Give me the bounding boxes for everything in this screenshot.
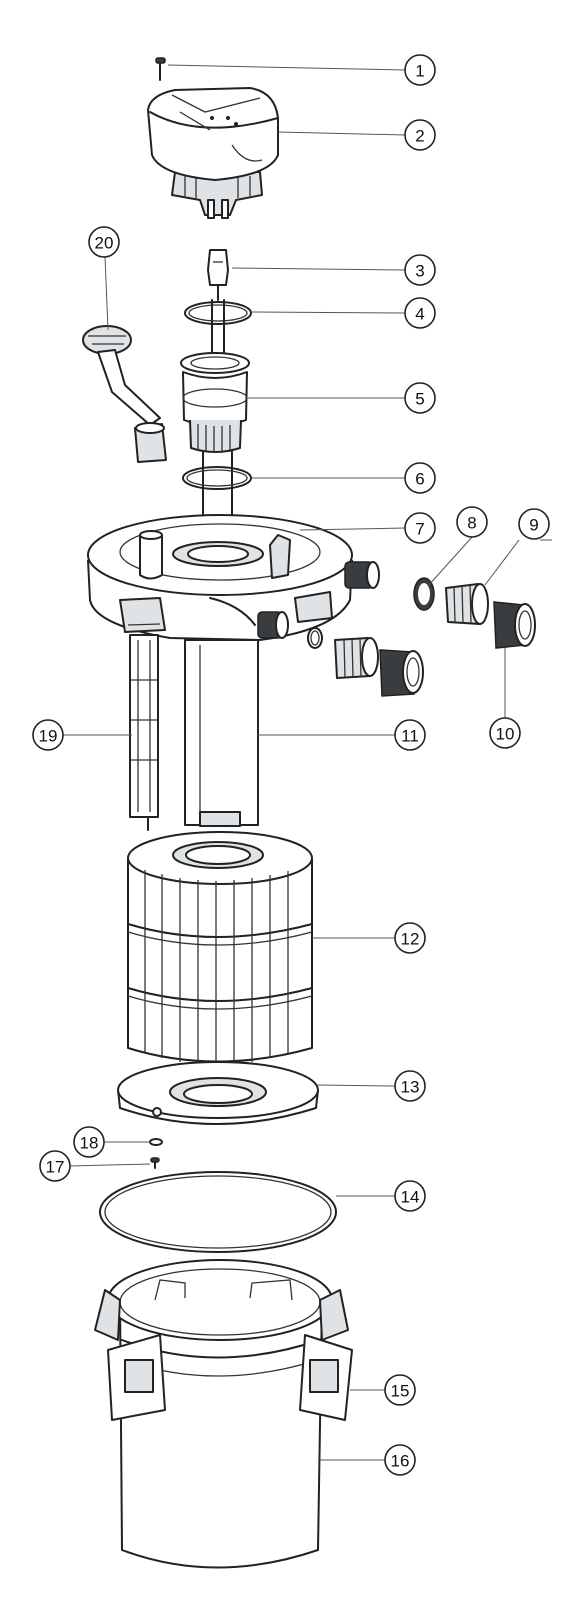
part-14-large-o-ring [99, 1171, 337, 1253]
callout-18: 18 [73, 1126, 105, 1158]
callout-label: 3 [415, 262, 424, 281]
callout-13: 13 [394, 1070, 426, 1102]
part-9-hose-tail [445, 583, 489, 625]
callout-label: 10 [496, 725, 515, 744]
callout-3: 3 [404, 254, 436, 286]
callout-20: 20 [88, 226, 120, 258]
part-2-lamp-head [147, 87, 279, 219]
part-12-filter-foam [127, 831, 313, 1065]
leader-lines [63, 64, 552, 1461]
callout-label: 11 [401, 727, 419, 746]
callout-7: 7 [404, 512, 436, 544]
callout-10: 10 [489, 717, 521, 749]
callout-label: 1 [415, 62, 424, 81]
callout-label: 20 [95, 234, 114, 253]
callout-11: 11 [394, 719, 426, 751]
callout-19: 19 [32, 719, 64, 751]
callout-label: 2 [415, 127, 424, 146]
callout-label: 7 [415, 520, 424, 539]
callout-label: 14 [401, 1188, 420, 1207]
callout-label: 4 [415, 305, 424, 324]
part-7-lid [87, 514, 380, 649]
part-11-central-tube [184, 639, 259, 827]
part-17-screw [150, 1157, 160, 1169]
callout-label: 18 [80, 1134, 99, 1153]
callout-6: 6 [404, 462, 436, 494]
part-8-seal-ring [413, 577, 435, 611]
callout-9: 9 [518, 508, 550, 540]
callout-label: 19 [39, 727, 58, 746]
callout-2: 2 [404, 119, 436, 151]
callout-label: 9 [529, 516, 538, 535]
callout-14: 14 [394, 1180, 426, 1212]
part-13-base-plate [117, 1061, 319, 1125]
part-4-o-ring [184, 299, 252, 361]
part-20-crank-handle [82, 325, 167, 463]
part-16-housing [107, 1259, 333, 1569]
callout-17: 17 [39, 1150, 71, 1182]
callout-label: 5 [415, 390, 424, 409]
callout-label: 12 [401, 930, 420, 949]
callout-5: 5 [404, 382, 436, 414]
callout-12: 12 [394, 922, 426, 954]
callout-label: 15 [391, 1382, 410, 1401]
hose-tail-secondary [334, 637, 379, 679]
part-1-screw [155, 57, 166, 81]
callout-4: 4 [404, 297, 436, 329]
callout-1: 1 [404, 54, 436, 86]
part-18-washer [149, 1138, 163, 1146]
callout-label: 16 [391, 1452, 410, 1471]
callout-8: 8 [456, 506, 488, 538]
part-19-indicator-strip [129, 634, 159, 831]
part-3-uv-lamp [207, 249, 229, 301]
part-5-sleeve-holder [180, 352, 250, 453]
callout-15: 15 [384, 1374, 416, 1406]
callout-16: 16 [384, 1444, 416, 1476]
part-15-clamp-left [94, 1289, 166, 1421]
union-nut-secondary [379, 649, 424, 697]
callout-label: 6 [415, 470, 424, 489]
callout-label: 17 [46, 1158, 65, 1177]
callout-label: 13 [401, 1078, 420, 1097]
part-10-union-nut [493, 601, 536, 649]
callout-label: 8 [467, 514, 476, 533]
part-15-clamp-right [299, 1289, 353, 1421]
